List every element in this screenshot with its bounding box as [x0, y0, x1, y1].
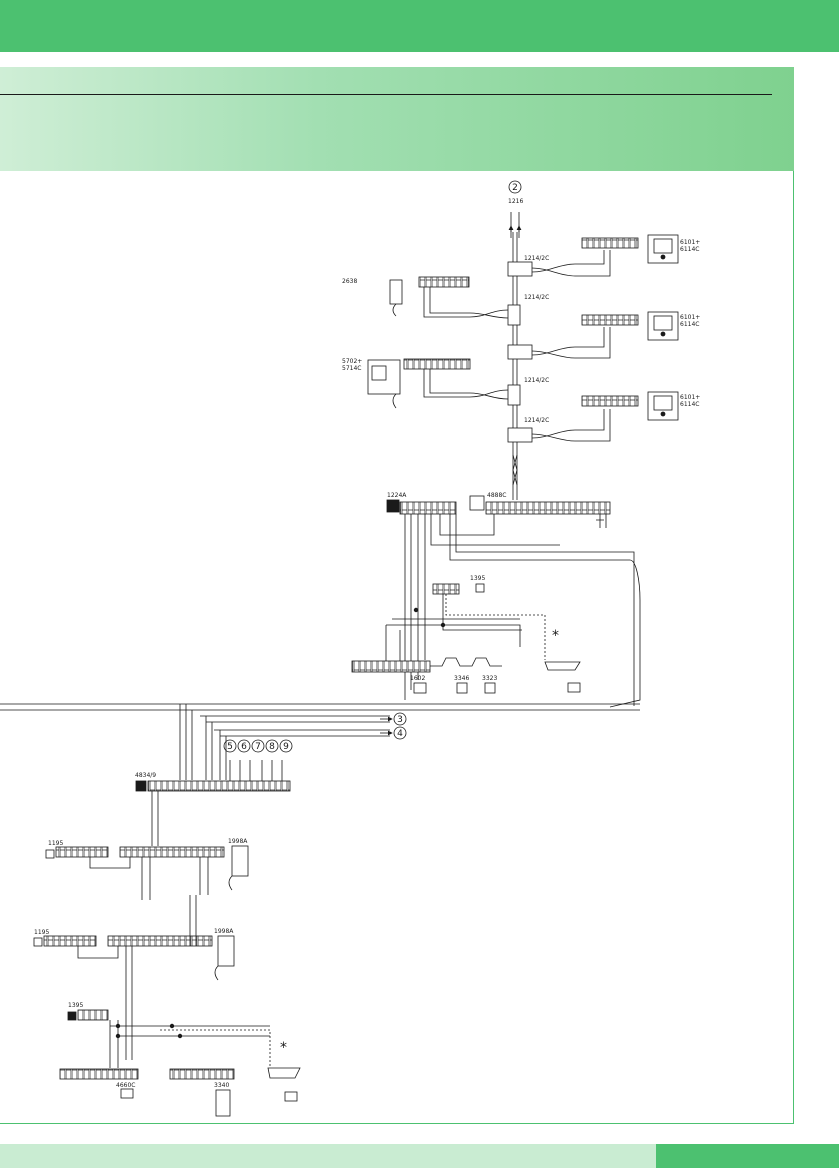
label-6101b-3: 6114C — [680, 401, 699, 408]
footer-accent-band — [656, 1144, 839, 1168]
terminal-strip-floor1 — [119, 846, 225, 858]
label-1224a: 1224A — [387, 492, 407, 499]
terminal-strip-apt3 — [581, 395, 639, 407]
circled-6: 6 — [241, 742, 247, 752]
label-6101b-2: 6114C — [680, 321, 699, 328]
camera-icon — [120, 1088, 134, 1099]
footer-light-band — [0, 1144, 656, 1168]
label-1214-3: 1214/2C — [524, 377, 549, 384]
distributor-2 — [507, 304, 521, 326]
label-5702a: 5702+ — [342, 358, 362, 365]
power-supply-icon — [386, 499, 400, 513]
terminal-strip-floor1-left — [55, 846, 109, 858]
label-4660c: 4660C — [116, 1082, 135, 1089]
label-2638: 2638 — [342, 278, 357, 285]
terminal-strip-4660c — [59, 1068, 139, 1080]
power-supply-icon — [45, 849, 55, 859]
label-1195-1: 1195 — [48, 840, 63, 847]
terminal-strip-3340 — [169, 1068, 235, 1080]
handset-icon — [389, 279, 403, 317]
label-3346: 3346 — [454, 675, 469, 682]
terminal-strip-floor2 — [107, 935, 213, 947]
diagram-frame — [0, 171, 794, 1124]
label-1195-2: 1195 — [34, 929, 49, 936]
header-panel — [0, 67, 794, 171]
distributor-3 — [507, 344, 533, 360]
circled-3: 3 — [397, 715, 403, 725]
label-6101a-3: 6101+ — [680, 394, 700, 401]
terminal-strip-1224a — [399, 501, 457, 515]
label-6101a-1: 6101+ — [680, 239, 700, 246]
call-module-1602-icon — [413, 682, 427, 694]
label-1998a-2: 1998A — [214, 928, 234, 935]
circled-8: 8 — [269, 742, 275, 752]
label-4888c: 4888C — [487, 492, 506, 499]
telephone-icon — [228, 845, 249, 891]
label-1395-top: 1395 — [470, 575, 485, 582]
label-4834: 4834/9 — [135, 772, 156, 779]
power-supply-icon — [135, 780, 147, 792]
top-color-band — [0, 0, 839, 52]
terminal-strip-apt2 — [581, 314, 639, 326]
terminal-strip-2638 — [418, 276, 470, 288]
terminal-strip-apt1 — [581, 237, 639, 249]
circled-7: 7 — [255, 742, 261, 752]
label-1602: 1602 — [410, 675, 425, 682]
power-supply-icon — [33, 937, 43, 947]
star-top: * — [552, 628, 559, 644]
module-icon — [67, 1011, 77, 1021]
circled-2: 2 — [512, 183, 518, 193]
video-monitor-icon — [647, 311, 679, 341]
label-1214-2: 1214/2C — [524, 294, 549, 301]
label-3340: 3340 — [214, 1082, 229, 1089]
star-bottom: * — [280, 1040, 287, 1056]
main-bus — [0, 703, 640, 780]
header-rule — [0, 94, 772, 95]
distributor-1 — [507, 261, 533, 277]
video-handset-monitor-icon — [367, 359, 401, 409]
label-6101a-2: 6101+ — [680, 314, 700, 321]
terminal-strip-5702 — [403, 358, 471, 370]
label-6101b-1: 6114C — [680, 246, 699, 253]
terminal-strip-floor2-left — [43, 935, 97, 947]
circled-5: 5 — [227, 742, 233, 752]
terminal-strip-4888c — [485, 501, 611, 515]
telephone-icon — [214, 935, 235, 981]
door-lock-icon — [284, 1091, 298, 1102]
door-lock-icon — [567, 682, 581, 693]
riser-cable — [510, 212, 520, 500]
circled-9: 9 — [283, 742, 289, 752]
lock-icon — [456, 682, 468, 694]
video-monitor-icon — [647, 234, 679, 264]
distributor-4 — [507, 384, 521, 406]
terminal-strip-4834 — [147, 780, 291, 792]
keypad-icon — [215, 1089, 231, 1117]
label-1214-4: 1214/2C — [524, 417, 549, 424]
terminal-strip-1602 — [351, 660, 431, 673]
video-monitor-icon — [647, 391, 679, 421]
label-1214-1: 1214/2C — [524, 255, 549, 262]
label-3323: 3323 — [482, 675, 497, 682]
label-1998a-1: 1998A — [228, 838, 248, 845]
terminal-strip-1395-bottom — [77, 1009, 109, 1021]
module-icon — [469, 495, 485, 511]
label-5702b: 5714C — [342, 365, 361, 372]
lock-icon — [484, 682, 496, 694]
terminal-strip-1395-top — [432, 583, 460, 595]
label-1395-bottom: 1395 — [68, 1002, 83, 1009]
module-icon — [475, 583, 485, 593]
label-1216: 1216 — [508, 198, 523, 205]
distributor-5 — [507, 427, 533, 443]
circled-4: 4 — [397, 729, 403, 739]
